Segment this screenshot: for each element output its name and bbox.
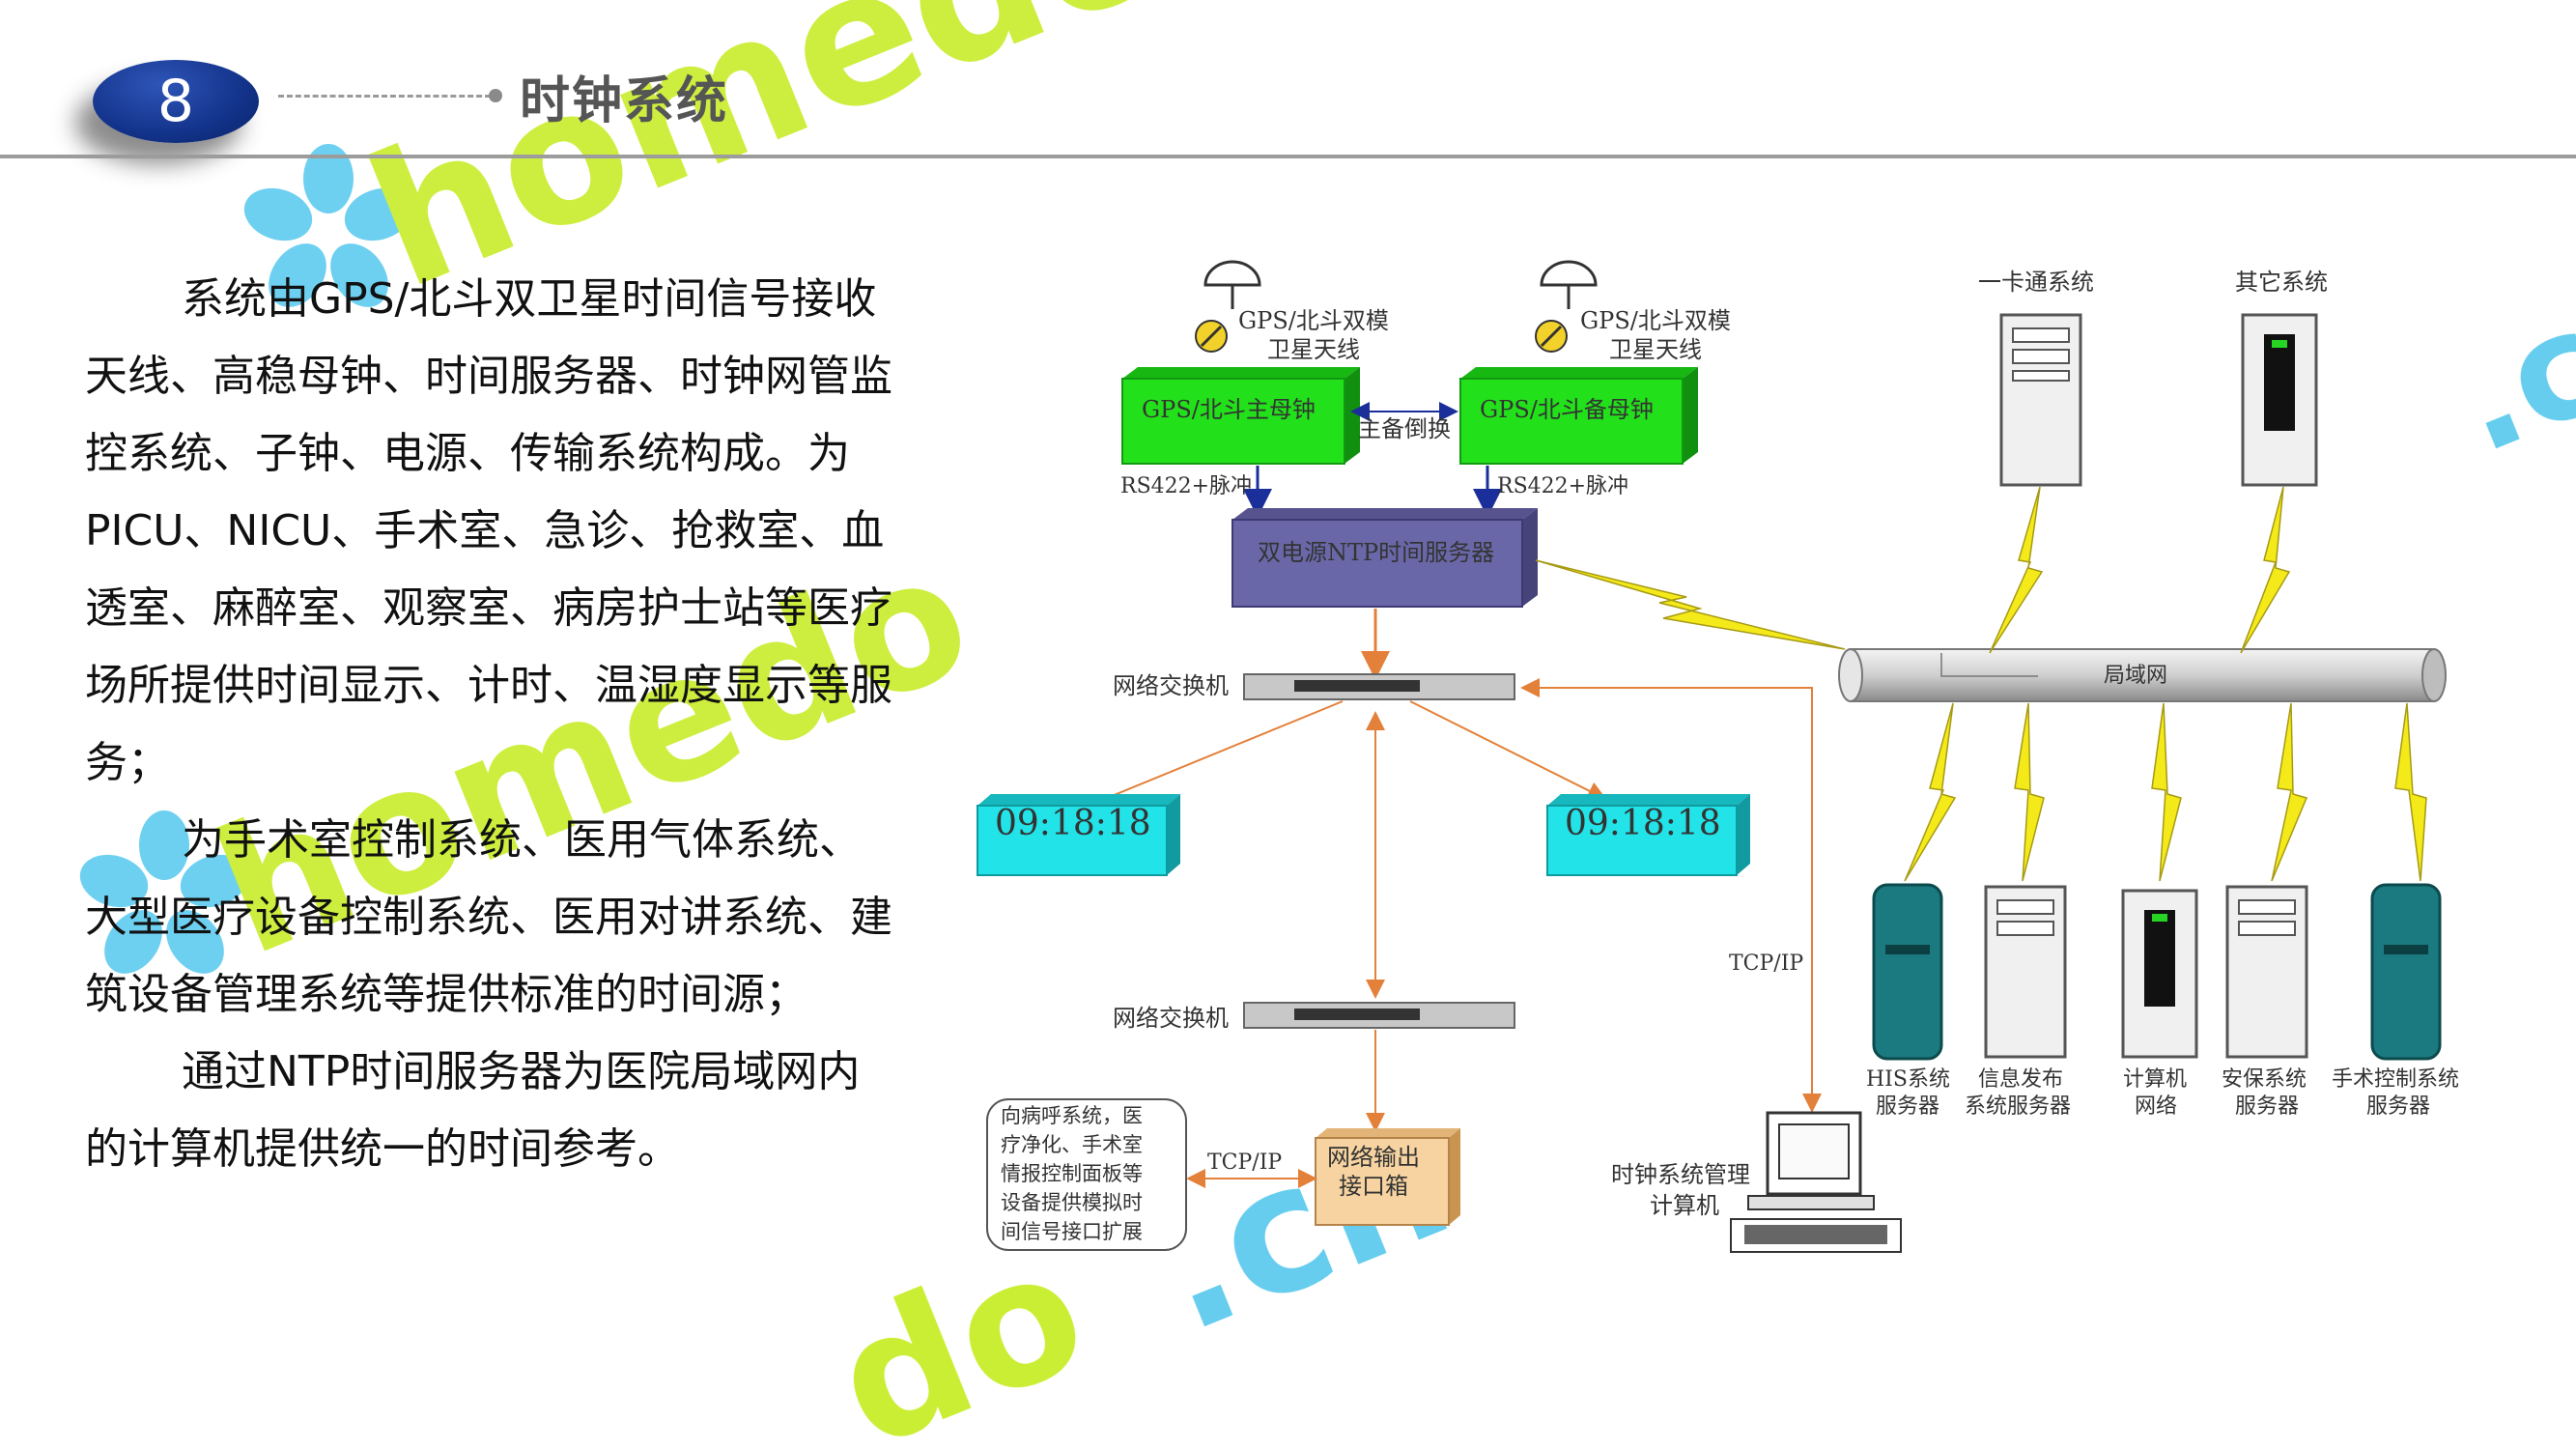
master-clock-main <box>1121 367 1360 465</box>
slide-title: 时钟系统 <box>520 72 729 130</box>
antenna-backup-label-2: 卫星天线 <box>1609 336 1702 363</box>
mgmt-pc-label-2: 计算机 <box>1650 1192 1719 1219</box>
his-lightning-icon <box>1904 702 1957 882</box>
ext-note-2: 疗净化、手术室 <box>1001 1133 1143 1156</box>
sub-clock-right-time: 09:18:18 <box>1565 804 1721 843</box>
ext-note-1: 向病呼系统，医 <box>1001 1104 1143 1127</box>
tcpip-vertical-label: TCP/IP <box>1729 952 1803 976</box>
info-lightning-icon <box>2014 702 2045 882</box>
other-lightning-icon <box>2240 486 2291 654</box>
ntp-server-label: 双电源NTP时间服务器 <box>1258 539 1494 566</box>
output-box-label-1: 网络输出 <box>1327 1144 1420 1171</box>
body-paragraph-2: 为手术室控制系统、医用气体系统、大型医疗设备控制系统、医用对讲系统、建筑设备管理… <box>85 815 892 1019</box>
switch-top-icon <box>1243 673 1515 700</box>
header-dashed-line <box>278 95 491 98</box>
tcpip-line <box>1522 687 1813 1107</box>
network-server-icon <box>2121 889 2198 1059</box>
sub-clock-left-time: 09:18:18 <box>995 804 1151 843</box>
master-clock-backup-label: GPS/北斗备母钟 <box>1480 396 1654 423</box>
body-paragraph-1: 系统由GPS/北斗双卫星时间信号接收天线、高稳母钟、时间服务器、时钟网管监控系统… <box>85 274 892 787</box>
info-server-icon <box>1984 885 2067 1059</box>
server-info-line2: 系统服务器 <box>1965 1094 2071 1119</box>
server-info-line1: 信息发布 <box>1978 1067 2063 1092</box>
server-security-line1: 安保系统 <box>2222 1067 2307 1092</box>
body-paragraph-3: 通过NTP时间服务器为医院局域网内的计算机提供统一的时间参考。 <box>85 1047 861 1174</box>
output-box-label-2: 接口箱 <box>1339 1173 1408 1200</box>
switch-top-label: 网络交换机 <box>1113 672 1229 699</box>
switchover-label: 主备倒换 <box>1358 415 1451 442</box>
extension-note-box <box>986 1098 1187 1251</box>
switch-bottom-icon <box>1243 1002 1515 1029</box>
security-server-icon <box>2225 885 2308 1059</box>
server-security-line2: 服务器 <box>2235 1094 2299 1119</box>
management-pc-icon <box>1730 1111 1902 1253</box>
master-clock-main-label: GPS/北斗主母钟 <box>1142 396 1316 423</box>
his-server-icon <box>1872 883 1943 1061</box>
antenna-backup-label-1: GPS/北斗双模 <box>1580 307 1731 334</box>
server-surgery-line2: 服务器 <box>2366 1094 2430 1119</box>
output-interface-box <box>1315 1128 1460 1226</box>
antenna-main-label-2: 卫星天线 <box>1267 336 1360 363</box>
ext-note-3: 情报控制面板等 <box>1001 1162 1143 1185</box>
rs422-right-label: RS422+脉冲 <box>1497 474 1628 498</box>
ext-note-4: 设备提供模拟时 <box>1001 1191 1143 1214</box>
tcpip-horizontal-label: TCP/IP <box>1207 1151 1282 1175</box>
card-system-server-icon <box>1999 313 2082 487</box>
antenna-main-label-1: GPS/北斗双模 <box>1238 307 1389 334</box>
ntp-server-box <box>1231 508 1538 608</box>
other-system-label: 其它系统 <box>2235 269 2328 296</box>
body-text: 系统由GPS/北斗双卫星时间信号接收天线、高稳母钟、时间服务器、时钟网管监控系统… <box>85 261 896 1188</box>
header-dot <box>489 89 502 102</box>
slide-header: 8 时钟系统 <box>0 0 2576 162</box>
card-system-label: 一卡通系统 <box>1978 269 2094 296</box>
lan-pipe <box>1838 648 2447 702</box>
section-number-badge: 8 <box>93 60 259 143</box>
ntp-lan-lightning-icon <box>1535 559 1846 650</box>
network-lightning-icon <box>2151 702 2182 882</box>
switch-to-clock-right-arrow <box>1409 700 1607 800</box>
header-divider <box>0 155 2576 158</box>
rs422-left-label: RS422+脉冲 <box>1120 474 1252 498</box>
surgery-server-icon <box>2370 883 2442 1061</box>
master-clock-backup <box>1459 367 1698 465</box>
card-lightning-icon <box>1989 486 2044 654</box>
server-his-line2: 服务器 <box>1876 1094 1939 1119</box>
other-system-server-icon <box>2241 313 2318 487</box>
switch-to-clock-left-arrow <box>1070 700 1344 815</box>
sub-clock-right <box>1546 794 1750 876</box>
sub-clock-left <box>977 794 1180 876</box>
server-network-line2: 网络 <box>2135 1094 2177 1119</box>
ext-note-5: 间信号接口扩展 <box>1001 1220 1143 1243</box>
mgmt-pc-label-1: 时钟系统管理 <box>1611 1161 1750 1188</box>
server-network-line1: 计算机 <box>2123 1067 2187 1092</box>
security-lightning-icon <box>2271 702 2308 882</box>
server-surgery-line1: 手术控制系统 <box>2332 1067 2459 1092</box>
lan-label: 局域网 <box>2104 664 2167 688</box>
antenna-backup-icon <box>1535 260 1598 353</box>
server-his-line1: HIS系统 <box>1866 1067 1950 1092</box>
surgery-lightning-icon <box>2394 702 2427 882</box>
antenna-main-icon <box>1195 260 1261 353</box>
switch-bottom-label: 网络交换机 <box>1113 1005 1229 1032</box>
